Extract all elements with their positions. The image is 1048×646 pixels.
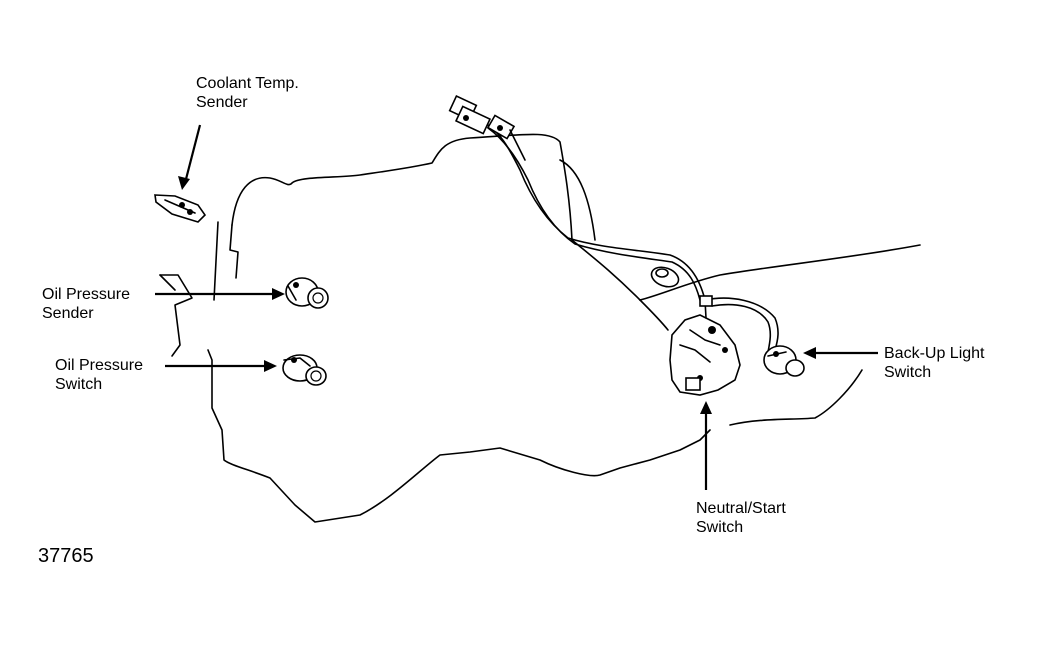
- oil-pressure-sender-part: [285, 277, 329, 309]
- label-neutral-start-switch: Neutral/Start Switch: [696, 500, 786, 536]
- label-oil-pressure-sender: Oil Pressure Sender: [42, 286, 131, 322]
- label-coolant-temp-sender: Coolant Temp. Sender: [196, 75, 299, 111]
- label-oil-pressure-switch: Oil Pressure Switch: [55, 357, 144, 393]
- arrow-backup-light-switch: [803, 347, 878, 359]
- label-backup-light-switch: Back-Up Light Switch: [884, 345, 985, 381]
- neutral-start-switch-part: [669, 295, 741, 396]
- engine-outline: [231, 133, 573, 241]
- coolant-temp-sender-part: [154, 194, 207, 223]
- backup-light-switch-part: [763, 345, 805, 377]
- oil-pressure-switch-part: [282, 354, 327, 386]
- arrow-oil-pressure-sender: [155, 288, 285, 300]
- arrow-neutral-start-switch: [700, 401, 712, 490]
- arrow-oil-pressure-switch: [165, 360, 277, 372]
- figure-number: 37765: [38, 545, 94, 567]
- harness-connector-mid: [650, 266, 680, 288]
- arrow-coolant-temp: [178, 124, 202, 190]
- harness-connector: [448, 95, 526, 161]
